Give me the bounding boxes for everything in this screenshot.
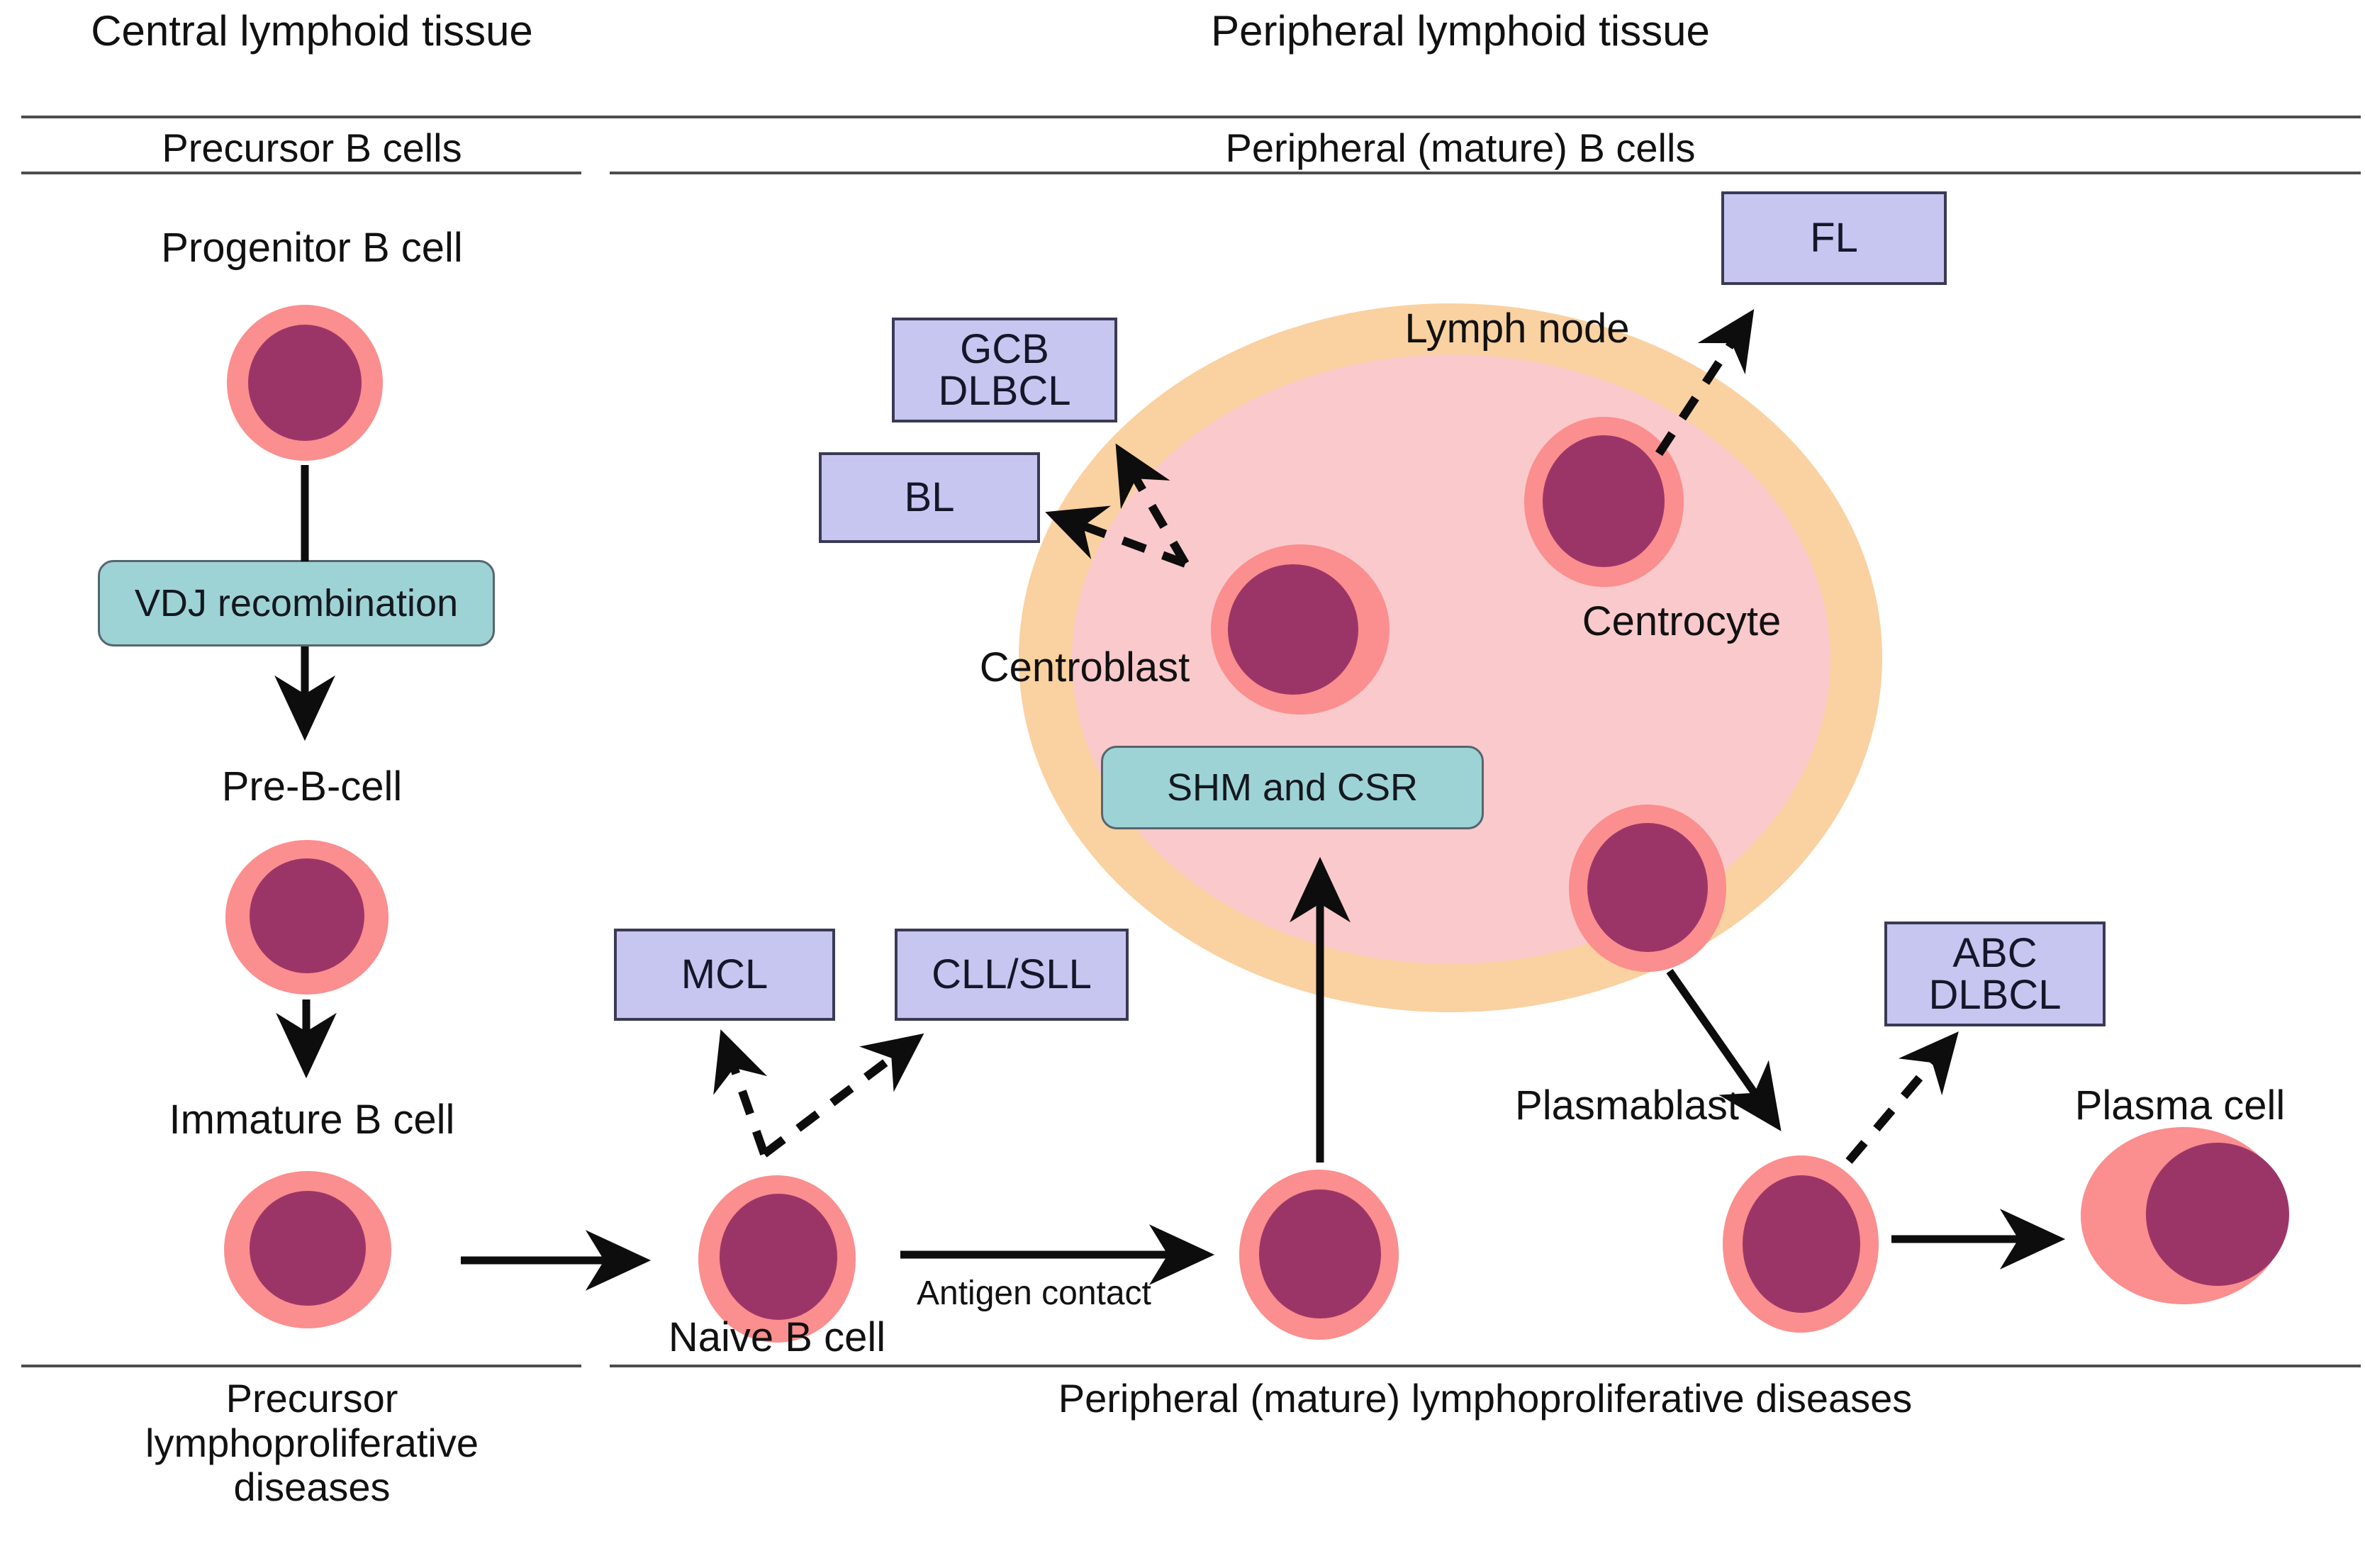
label-naive-b-cell: Naive B cell <box>668 1314 886 1360</box>
nucleus <box>248 325 362 441</box>
cell-plasmablast <box>1723 1155 1879 1333</box>
nucleus <box>1587 823 1708 952</box>
nucleus <box>250 858 364 973</box>
cell-germinal-center-exit <box>1569 805 1726 972</box>
label-plasmablast: Plasmablast <box>1515 1082 1739 1129</box>
disease-box-mcl[interactable]: MCL <box>614 929 835 1021</box>
process-shm-and-csr: SHM and CSR <box>1101 746 1484 829</box>
footer-peripheral-lymphoproliferative-diseases: Peripheral (mature) lymphoproliferative … <box>1058 1376 1913 1421</box>
disease-box-gcb-dlbcl-line1: GCB <box>960 325 1049 372</box>
nucleus <box>250 1191 366 1306</box>
arrow-naive-to-cll-sll <box>761 1033 924 1158</box>
cell-immature-b-cell <box>224 1171 391 1328</box>
label-plasma-cell: Plasma cell <box>2074 1082 2286 1129</box>
divider-upper-right <box>610 172 2361 174</box>
nucleus <box>2146 1143 2289 1286</box>
footer-precursor-lymphoproliferative-diseases: Precursor lymphoproliferative diseases <box>145 1376 479 1510</box>
arrow-naive-to-mcl <box>713 1029 768 1155</box>
label-pre-b-cell: Pre-B-cell <box>221 763 403 810</box>
divider-lower-left <box>21 1365 581 1367</box>
disease-box-cll-sll[interactable]: CLL/SLL <box>895 929 1129 1021</box>
label-centrocyte: Centrocyte <box>1582 598 1782 644</box>
header-central-lymphoid-tissue: Central lymphoid tissue <box>91 7 533 55</box>
label-lymph-node: Lymph node <box>1404 306 1630 352</box>
label-antigen-contact: Antigen contact <box>917 1275 1151 1312</box>
divider-top <box>21 116 2361 118</box>
label-immature-b-cell: Immature B cell <box>169 1097 455 1143</box>
disease-box-fl[interactable]: FL <box>1721 191 1947 285</box>
label-progenitor-b-cell: Progenitor B cell <box>161 225 463 271</box>
label-centroblast: Centroblast <box>979 644 1190 690</box>
nucleus <box>720 1194 837 1320</box>
arrow-plasmablast-to-abc-dlbcl <box>1845 1031 1959 1164</box>
cell-activated-b-cell <box>1239 1170 1399 1340</box>
disease-box-gcb-dlbcl-line2: DLBCL <box>938 368 1071 414</box>
process-vdj-recombination: VDJ recombination <box>98 560 495 646</box>
cell-centroblast <box>1211 544 1390 715</box>
disease-box-bl[interactable]: BL <box>819 452 1040 543</box>
header-peripheral-mature-b-cells: Peripheral (mature) B cells <box>1225 125 1696 170</box>
cell-pre-b-cell <box>225 840 388 995</box>
disease-box-abc-dlbcl-line2: DLBCL <box>1928 972 2062 1018</box>
header-precursor-b-cells: Precursor B cells <box>162 125 462 170</box>
cell-progenitor-b-cell <box>227 305 383 461</box>
nucleus <box>1743 1175 1860 1313</box>
header-peripheral-lymphoid-tissue: Peripheral lymphoid tissue <box>1211 7 1710 55</box>
cell-naive-b-cell <box>698 1175 856 1343</box>
nucleus <box>1259 1189 1381 1318</box>
nucleus <box>1543 435 1665 567</box>
cell-centrocyte <box>1524 417 1684 587</box>
disease-box-gcb-dlbcl[interactable]: GCB DLBCL <box>892 318 1117 422</box>
disease-box-abc-dlbcl-line1: ABC <box>1952 929 2037 976</box>
divider-upper-left <box>21 172 581 174</box>
divider-lower-right <box>610 1365 2361 1367</box>
nucleus <box>1228 564 1358 695</box>
disease-box-abc-dlbcl[interactable]: ABC DLBCL <box>1884 922 2106 1026</box>
cell-plasma-cell <box>2081 1127 2289 1304</box>
